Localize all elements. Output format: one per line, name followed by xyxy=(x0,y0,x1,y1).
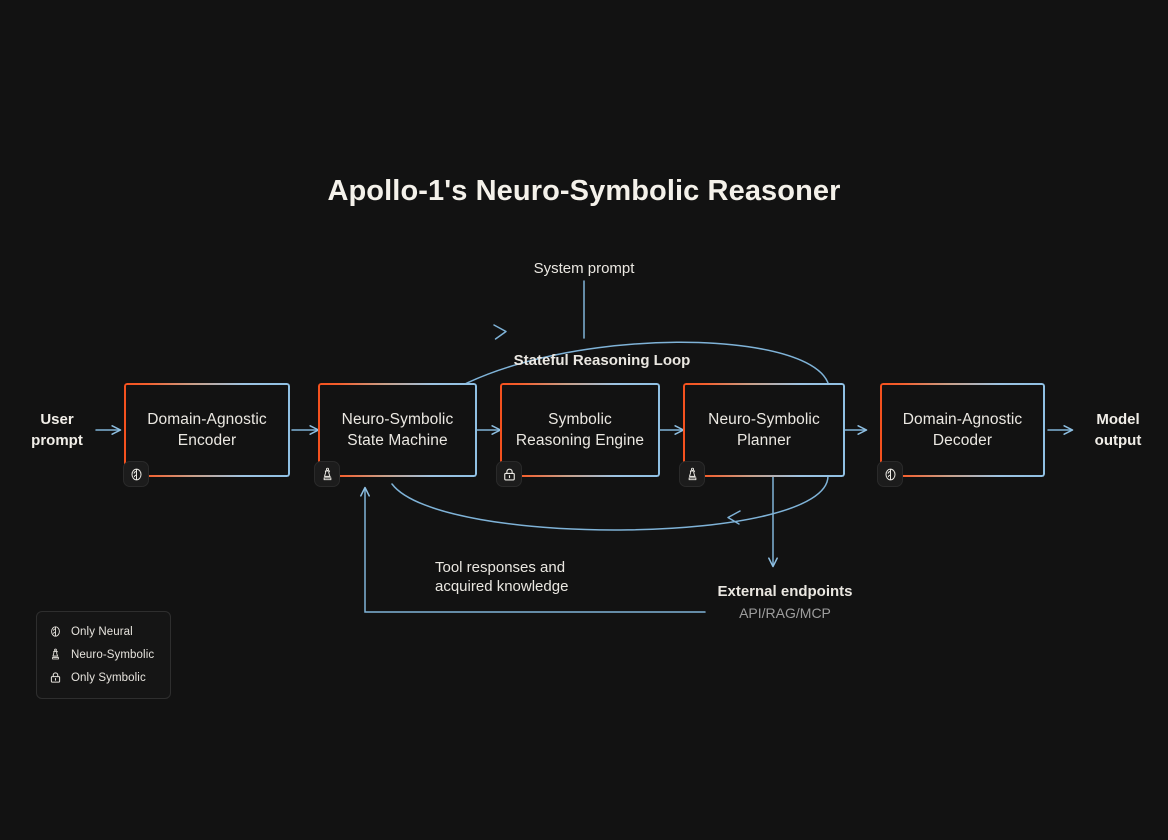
legend-item-label: Only Neural xyxy=(71,625,133,638)
badge-brain-icon-encoder xyxy=(123,461,149,487)
external-endpoints-title: External endpoints xyxy=(717,583,853,600)
badge-brain-icon-decoder xyxy=(877,461,903,487)
legend-item-neuro-symbolic: Neuro-Symbolic xyxy=(47,643,160,666)
node-label: Neuro-Symbolic Planner xyxy=(708,411,820,449)
brain-icon xyxy=(47,625,63,638)
node-label: Symbolic Reasoning Engine xyxy=(515,411,645,449)
output-caption-text: Model output xyxy=(1094,411,1142,449)
legend-item-label: Neuro-Symbolic xyxy=(71,648,155,661)
legend-item-label: Only Symbolic xyxy=(71,671,146,684)
legend-item-only-neural: Only Neural xyxy=(47,620,160,643)
node-label: Neuro-Symbolic State Machine xyxy=(341,411,454,449)
feedback-label: Tool responses and acquired knowledge xyxy=(435,559,569,595)
chess-piece-icon xyxy=(688,467,696,480)
input-caption-text: User prompt xyxy=(31,411,83,449)
page-title: Apollo-1's Neuro-Symbolic Reasoner xyxy=(327,175,841,207)
node-domain-agnostic-decoder[interactable]: Domain-Agnostic Decoder xyxy=(880,383,1045,477)
badge-chess-icon-state-machine xyxy=(314,461,340,487)
legend: Only Neural Neuro-Symbolic xyxy=(36,611,171,699)
node-label: Domain-Agnostic Encoder xyxy=(147,411,267,449)
node-symbolic-reasoning-engine[interactable]: Symbolic Reasoning Engine xyxy=(500,383,660,477)
chess-piece-icon xyxy=(47,648,63,661)
input-caption: User prompt xyxy=(18,409,96,451)
node-domain-agnostic-encoder[interactable]: Domain-Agnostic Encoder xyxy=(124,383,290,477)
output-caption: Model output xyxy=(1072,409,1164,451)
chess-piece-icon xyxy=(323,467,331,480)
node-neuro-symbolic-planner[interactable]: Neuro-Symbolic Planner xyxy=(683,383,845,477)
node-neuro-symbolic-state-machine[interactable]: Neuro-Symbolic State Machine xyxy=(318,383,477,477)
badge-lock-icon-reasoning-engine xyxy=(496,461,522,487)
brain-icon xyxy=(131,468,141,480)
badge-chess-icon-planner xyxy=(679,461,705,487)
system-prompt-label: System prompt xyxy=(533,260,635,277)
lock-icon xyxy=(47,671,63,684)
external-endpoints-subtitle: API/RAG/MCP xyxy=(739,605,831,621)
brain-icon xyxy=(885,468,895,480)
lock-icon xyxy=(503,468,515,480)
legend-item-only-symbolic: Only Symbolic xyxy=(47,666,160,689)
node-label: Domain-Agnostic Decoder xyxy=(902,411,1023,449)
stateful-loop-label: Stateful Reasoning Loop xyxy=(513,352,691,369)
